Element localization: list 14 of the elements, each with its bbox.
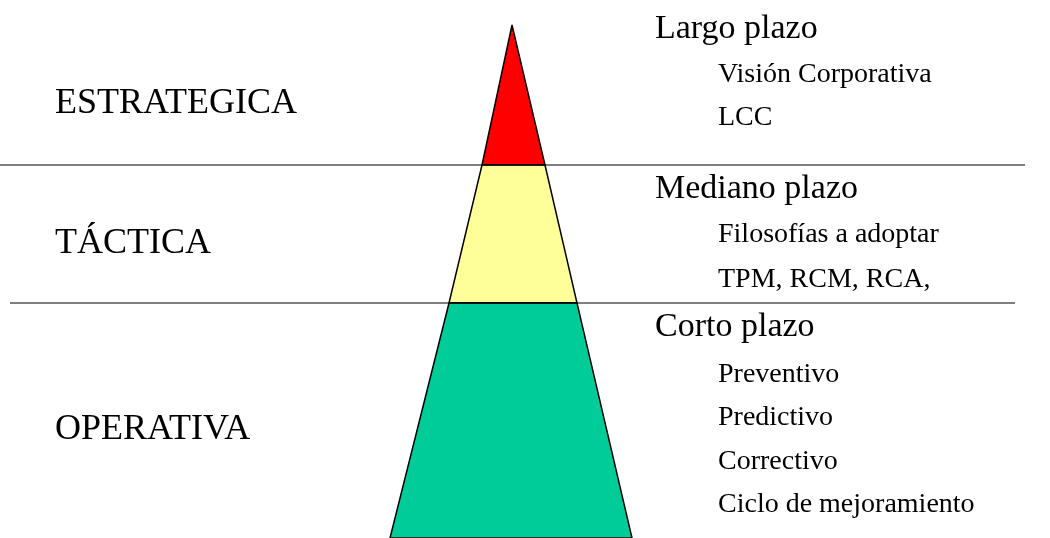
item-text: Predictivo <box>718 401 834 432</box>
item-text: TPM, RCM, RCA, <box>718 263 931 294</box>
term-heading: Mediano plazo <box>655 168 858 206</box>
term-heading: Largo plazo <box>655 8 818 46</box>
item-text: Preventivo <box>718 358 840 389</box>
item-text: Filosofías a adoptar <box>718 218 939 249</box>
item-text: Correctivo <box>718 445 838 476</box>
level-label: ESTRATEGICA <box>55 82 297 122</box>
item-text: LCC <box>718 101 773 132</box>
item-text: Ciclo de mejoramiento <box>718 488 975 519</box>
level-label: TÁCTICA <box>55 222 211 262</box>
item-text: Visión Corporativa <box>718 58 932 89</box>
level-label: OPERATIVA <box>55 408 251 448</box>
term-heading: Corto plazo <box>655 306 815 344</box>
